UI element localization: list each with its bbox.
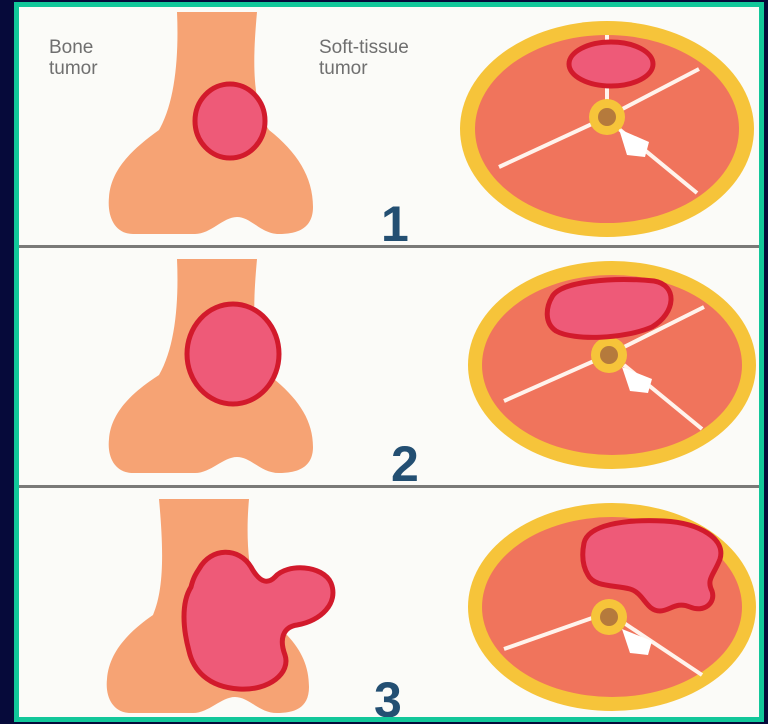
femur-bone-icon xyxy=(99,259,339,479)
divider-2 xyxy=(19,485,759,488)
femur-marrow xyxy=(598,108,616,126)
femur-marrow xyxy=(600,346,618,364)
femur-bone-icon xyxy=(99,499,359,719)
bone-tumor-label: Bone tumor xyxy=(49,37,98,79)
bone-tumor-contained xyxy=(195,84,265,158)
bone-label-line-2: tumor xyxy=(49,58,98,79)
diagram-frame: Bone tumor Soft-tissue tumor 1 xyxy=(14,2,764,722)
panel-number-3: 3 xyxy=(374,675,402,722)
soft-tissue-tumor-expanding xyxy=(547,280,671,338)
soft-tissue-tumor-contained xyxy=(569,42,653,86)
femur-bone-icon xyxy=(99,12,339,242)
thigh-cross-section-icon xyxy=(464,499,764,719)
bone-tumor-expanding xyxy=(187,304,279,404)
bone-label-line-1: Bone xyxy=(49,37,93,58)
divider-1 xyxy=(19,245,759,248)
bone-tumor-breaching xyxy=(184,552,333,689)
thigh-cross-section-icon xyxy=(459,17,759,247)
thigh-cross-section-icon xyxy=(464,257,764,477)
femur-marrow xyxy=(600,608,618,626)
panel-number-2: 2 xyxy=(391,439,419,489)
panel-number-1: 1 xyxy=(381,199,409,249)
